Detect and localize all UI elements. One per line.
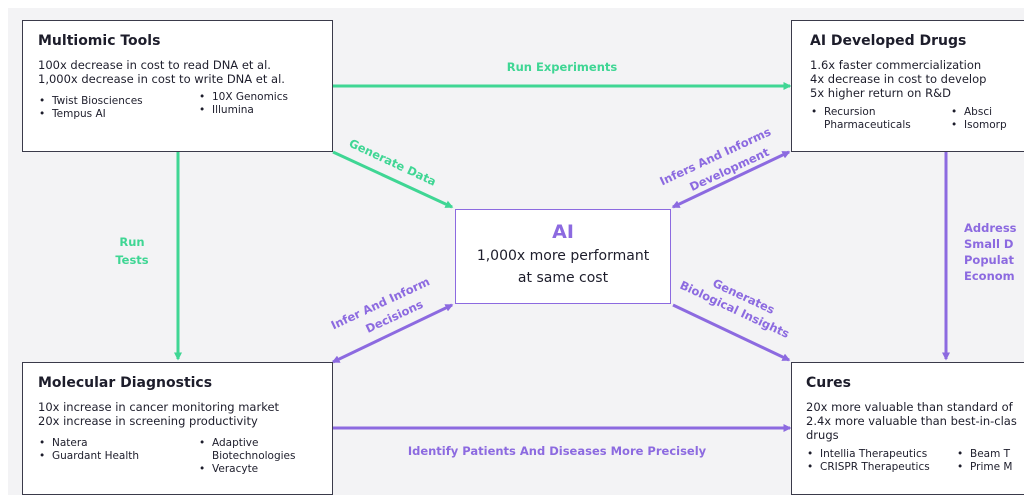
list-item: Prime M bbox=[956, 461, 1012, 474]
list-item: Twist Biosciences bbox=[38, 95, 198, 108]
list-item: Beam T bbox=[956, 448, 1012, 461]
cures-companies: Intellia Therapeutics CRISPR Therapeutic… bbox=[806, 448, 1017, 474]
molecular-diagnostics-box: Molecular Diagnostics 10x increase in ca… bbox=[22, 362, 333, 495]
diagnostics-companies-col-1: Natera Guardant Health bbox=[38, 437, 198, 476]
infers-informs-arrow bbox=[671, 150, 791, 209]
identify-label: Identify Patients And Diseases More Prec… bbox=[408, 444, 707, 458]
cures-box: Cures 20x more valuable than standard of… bbox=[791, 362, 1024, 495]
run-tests-label-1: Run bbox=[119, 235, 144, 249]
cures-companies-col-1: Intellia Therapeutics CRISPR Therapeutic… bbox=[806, 448, 956, 474]
list-item: Natera bbox=[38, 437, 198, 450]
diagnostics-companies-col-2: Adaptive Biotechnologies Veracyte bbox=[198, 437, 295, 476]
cures-companies-col-2: Beam T Prime M bbox=[956, 448, 1012, 474]
infer-inform-arrow bbox=[331, 303, 454, 364]
generates-insights-arrow bbox=[672, 303, 791, 362]
address-label-1: Address bbox=[964, 221, 1017, 235]
list-item: CRISPR Therapeutics bbox=[806, 461, 956, 474]
ai-box: AI 1,000x more performant at same cost bbox=[455, 209, 671, 304]
diagnostics-companies: Natera Guardant Health Adaptive Biotechn… bbox=[38, 437, 317, 476]
ai-drugs-companies: Recursion Pharmaceuticals Absci Isomorp bbox=[810, 106, 1013, 132]
ai-drugs-line-2: 4x decrease in cost to develop bbox=[810, 72, 987, 86]
list-item-continuation: Biotechnologies bbox=[212, 450, 296, 462]
multiomic-line-2: 1,000x decrease in cost to write DNA et … bbox=[38, 72, 285, 86]
cures-title: Cures bbox=[806, 375, 851, 391]
list-item: 10X Genomics bbox=[198, 91, 288, 104]
list-item: Isomorp bbox=[950, 119, 1007, 132]
address-label-3: Populat bbox=[964, 253, 1014, 267]
multiomic-tools-title: Multiomic Tools bbox=[38, 33, 161, 49]
list-item: Recursion bbox=[810, 106, 950, 119]
cures-line-3: drugs bbox=[806, 428, 839, 442]
cures-line-1: 20x more valuable than standard of bbox=[806, 400, 1013, 414]
list-item: Adaptive bbox=[198, 437, 295, 450]
list-item: Absci bbox=[950, 106, 1007, 119]
multiomic-tools-box: Multiomic Tools 100x decrease in cost to… bbox=[22, 20, 333, 152]
list-item: Tempus AI bbox=[38, 108, 198, 121]
generate-data-arrow bbox=[332, 150, 454, 209]
ai-drugs-companies-col-2: Absci Isomorp bbox=[950, 106, 1007, 132]
ai-title: AI bbox=[552, 221, 574, 243]
list-item: Intellia Therapeutics bbox=[806, 448, 956, 461]
bottom-margin bbox=[0, 495, 1024, 503]
top-margin bbox=[0, 0, 1024, 8]
address-label-4: Econom bbox=[964, 269, 1015, 283]
list-item: Illumina bbox=[198, 104, 288, 117]
list-item: Veracyte bbox=[198, 463, 295, 476]
multiomic-companies: Twist Biosciences Tempus AI 10X Genomics… bbox=[38, 91, 317, 121]
ai-drugs-line-1: 1.6x faster commercialization bbox=[810, 58, 982, 72]
list-item-continuation: Pharmaceuticals bbox=[824, 119, 911, 131]
run-experiments-label: Run Experiments bbox=[507, 60, 618, 74]
diagnostics-title: Molecular Diagnostics bbox=[38, 375, 213, 391]
ai-drugs-title: AI Developed Drugs bbox=[810, 33, 967, 49]
left-margin bbox=[0, 0, 8, 503]
address-label-2: Small D bbox=[964, 237, 1013, 251]
ai-drugs-companies-col-1: Recursion Pharmaceuticals bbox=[810, 106, 950, 132]
diagnostics-line-1: 10x increase in cancer monitoring market bbox=[38, 400, 280, 414]
multiomic-companies-col-1: Twist Biosciences Tempus AI bbox=[38, 95, 198, 121]
cures-line-2: 2.4x more valuable than best-in-clas bbox=[806, 414, 1017, 428]
ai-subtitle-line-2: at same cost bbox=[517, 270, 609, 286]
ai-drugs-line-3: 5x higher return on R&D bbox=[810, 86, 951, 100]
run-tests-label-2: Tests bbox=[115, 253, 148, 267]
multiomic-line-1: 100x decrease in cost to read DNA et al. bbox=[38, 58, 271, 72]
multiomic-companies-col-2: 10X Genomics Illumina bbox=[198, 91, 288, 121]
ai-developed-drugs-box: AI Developed Drugs 1.6x faster commercia… bbox=[791, 20, 1024, 152]
list-item: Guardant Health bbox=[38, 450, 198, 463]
ai-subtitle-line-1: 1,000x more performant bbox=[476, 248, 650, 264]
diagnostics-line-2: 20x increase in screening productivity bbox=[38, 414, 258, 428]
